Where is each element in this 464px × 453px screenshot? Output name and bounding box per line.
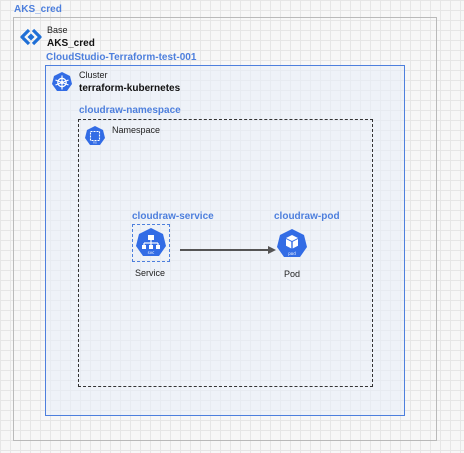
outer-group-label: AKS_cred: [14, 4, 62, 15]
svg-text:ns: ns: [93, 141, 97, 145]
pod-kind-label: Pod: [284, 269, 301, 279]
base-name-label: AKS_cred: [47, 38, 95, 49]
base-icon[interactable]: [20, 26, 42, 48]
service-kind-label: Service: [135, 268, 166, 278]
base-kind-label: Base: [47, 25, 68, 35]
service-icon[interactable]: svc: [135, 227, 167, 259]
service-selection-frame[interactable]: [132, 224, 170, 262]
namespace-icon[interactable]: ns: [84, 125, 106, 147]
pod-icon[interactable]: pod: [276, 228, 308, 260]
namespace-kind-label: Namespace: [112, 125, 161, 135]
namespace-group-label: cloudraw-namespace: [79, 105, 181, 116]
cluster-kind-label: Cluster: [79, 70, 108, 80]
kubernetes-wheel-icon[interactable]: [51, 71, 73, 93]
cluster-group-box[interactable]: [45, 65, 405, 416]
service-label: cloudraw-service: [132, 211, 214, 222]
outer-group-box[interactable]: [13, 17, 437, 441]
namespace-group-box[interactable]: [78, 119, 373, 387]
pod-label: cloudraw-pod: [274, 211, 340, 222]
cluster-name-label: terraform-kubernetes: [79, 83, 181, 94]
pod-icon-text: pod: [288, 251, 296, 256]
service-icon-text: svc: [148, 250, 155, 255]
cluster-group-label: CloudStudio-Terraform-test-001: [46, 52, 197, 63]
